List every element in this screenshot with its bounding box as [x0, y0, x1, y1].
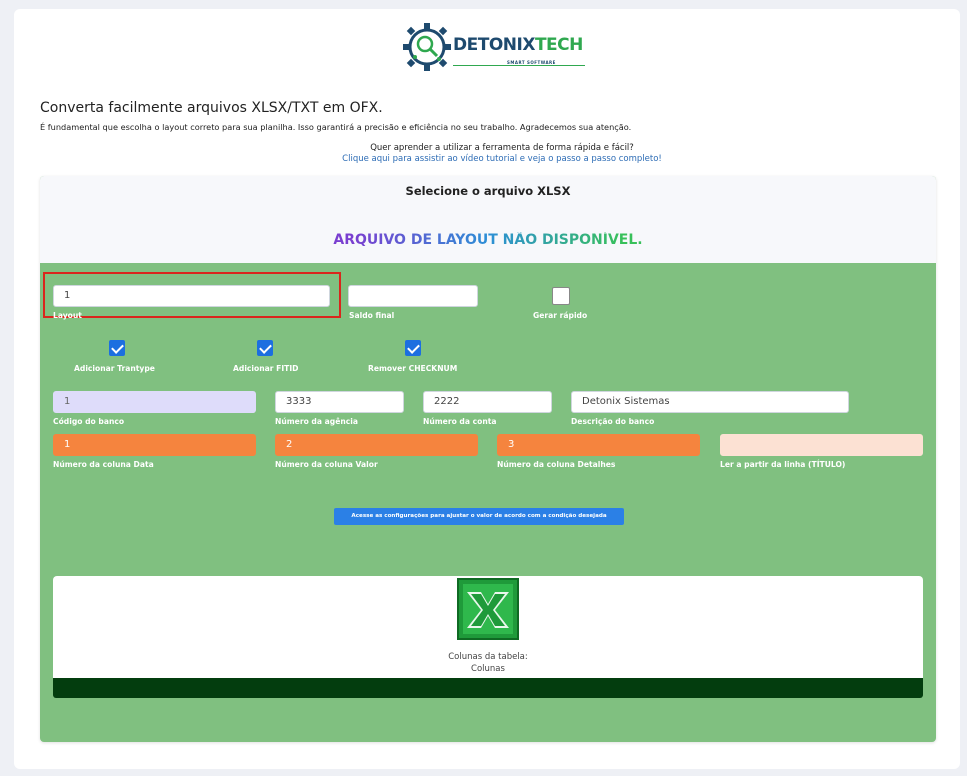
layout-unavailable-banner: ARQUIVO DE LAYOUT NÃO DISPONÍVEL. [40, 232, 936, 248]
card-header: Selecione o arquivo XLSX ARQUIVO DE LAYO… [40, 176, 936, 263]
saldo-final-label: Saldo final [349, 311, 395, 320]
adicionar-trantype-checkbox[interactable] [109, 340, 125, 356]
codigo-banco-label: Código do banco [53, 417, 125, 426]
coluna-detalhes-input[interactable]: 3 [497, 434, 700, 456]
coluna-detalhes-label: Número da coluna Detalhes [497, 460, 616, 469]
adicionar-fitid-checkbox[interactable] [257, 340, 273, 356]
descricao-banco-input[interactable]: Detonix Sistemas [571, 391, 849, 413]
table-columns-title: Colunas da tabela: [448, 652, 528, 662]
codigo-banco-input[interactable]: 1 [53, 391, 256, 413]
layout-label: Layout [53, 311, 82, 320]
file-dropzone[interactable]: Colunas da tabela: Colunas [53, 576, 923, 678]
layout-input[interactable]: 1 [53, 285, 330, 307]
coluna-data-input[interactable]: 1 [53, 434, 256, 456]
logo-tagline: SMART SOFTWARE [507, 60, 556, 65]
numero-agencia-input[interactable]: 3333 [275, 391, 404, 413]
tutorial-question: Quer aprender a utilizar a ferramenta de… [370, 143, 634, 153]
layout-highlight-box [43, 272, 341, 318]
coluna-valor-input[interactable]: 2 [275, 434, 478, 456]
numero-conta-input[interactable]: 2222 [423, 391, 552, 413]
gear-logo-icon [403, 23, 451, 71]
page-headline: Converta facilmente arquivos XLSX/TXT em… [40, 100, 383, 116]
adicionar-trantype-label: Adicionar Trantype [74, 364, 155, 373]
gerar-rapido-checkbox[interactable] [552, 287, 570, 305]
ler-partir-linha-label: Ler a partir da linha (TÍTULO) [720, 460, 846, 469]
tutorial-link[interactable]: Clique aqui para assistir ao vídeo tutor… [342, 154, 662, 164]
excel-icon [457, 578, 519, 640]
table-columns-value: Colunas [471, 664, 505, 674]
logo-name-part1: DETONIX [453, 35, 535, 55]
coluna-valor-label: Número da coluna Valor [275, 460, 378, 469]
logo-name-part2: TECH [534, 35, 583, 55]
detonix-logo: DETONIXTECH SMART SOFTWARE [399, 15, 589, 77]
numero-agencia-label: Número da agência [275, 417, 358, 426]
remover-checknum-label: Remover CHECKNUM [368, 364, 458, 373]
configuracoes-button[interactable]: Acesse as configurações para ajustar o v… [334, 508, 624, 525]
numero-conta-label: Número da conta [423, 417, 497, 426]
gerar-rapido-label: Gerar rápido [533, 311, 588, 320]
converter-card: Selecione o arquivo XLSX ARQUIVO DE LAYO… [40, 176, 936, 742]
logo-wordmark: DETONIXTECH [453, 35, 583, 55]
coluna-data-label: Número da coluna Data [53, 460, 154, 469]
page-container: DETONIXTECH SMART SOFTWARE Converta faci… [14, 9, 960, 769]
saldo-final-input[interactable] [348, 285, 478, 307]
descricao-banco-label: Descrição do banco [571, 417, 655, 426]
logo-underline [453, 65, 585, 66]
adicionar-fitid-label: Adicionar FITID [233, 364, 299, 373]
dropzone-footer-bar [53, 678, 923, 698]
ler-partir-linha-input[interactable] [720, 434, 923, 456]
remover-checknum-checkbox[interactable] [405, 340, 421, 356]
card-title: Selecione o arquivo XLSX [405, 184, 571, 198]
page-subline: É fundamental que escolha o layout corre… [40, 122, 632, 132]
